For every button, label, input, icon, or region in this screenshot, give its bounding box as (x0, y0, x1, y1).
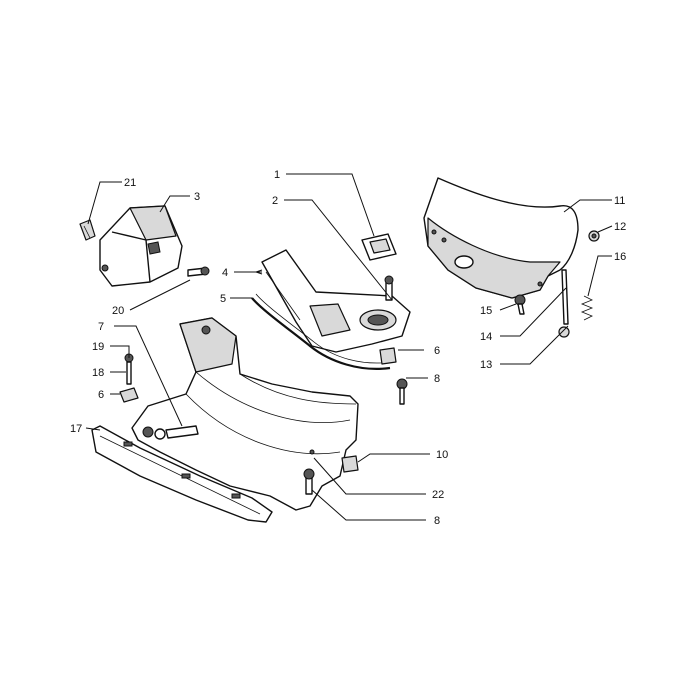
callout-8-lower: 8 (434, 515, 440, 527)
part-11-rear-cover (423, 177, 579, 299)
part-6-nut-right (379, 347, 397, 365)
part-6-nut-left (119, 387, 139, 403)
callout-6-right: 6 (434, 345, 440, 357)
callout-4: 4 (222, 267, 228, 279)
callout-1: 1 (274, 169, 280, 181)
callout-22: 22 (432, 489, 444, 501)
callout-20: 20 (112, 305, 124, 317)
part-21-clip (79, 219, 96, 241)
part-10-nut (341, 455, 359, 473)
part-16-spring (580, 295, 594, 321)
part-2-inner-panel (261, 249, 411, 353)
callout-19: 19 (92, 341, 104, 353)
part-8-screw-lower (303, 468, 315, 495)
callout-labels: 21 3 20 1 2 4 5 6 8 7 19 18 6 17 10 22 8… (70, 169, 626, 527)
part-19-screw (124, 353, 134, 385)
part-17-trim-strip (91, 425, 273, 523)
callout-18: 18 (92, 367, 104, 379)
part-3-housing (99, 205, 183, 287)
callout-6-left: 6 (98, 389, 104, 401)
callout-11: 11 (614, 195, 625, 207)
callout-15: 15 (480, 305, 492, 317)
callout-3: 3 (194, 191, 200, 203)
callout-7: 7 (98, 321, 104, 333)
part-8-screw-upper (396, 378, 408, 405)
callout-13: 13 (480, 359, 492, 371)
part-22-front-shield (131, 317, 359, 511)
callout-14: 14 (480, 331, 492, 343)
leader-lines (85, 173, 613, 521)
callout-12: 12 (614, 221, 626, 233)
part-20-screw (187, 266, 210, 277)
part-5-seal (251, 293, 393, 370)
callout-10: 10 (436, 449, 448, 461)
callout-16: 16 (614, 251, 626, 263)
callout-5: 5 (220, 293, 226, 305)
callout-8-upper: 8 (434, 373, 440, 385)
part-12-washer (588, 230, 600, 242)
callout-2: 2 (272, 195, 278, 207)
part-1-grommet (361, 233, 397, 261)
callout-17: 17 (70, 423, 82, 435)
part-13-bolt (558, 269, 570, 338)
part-7-screw (154, 425, 199, 440)
callout-21: 21 (124, 177, 136, 189)
part-15-screw (514, 294, 526, 315)
